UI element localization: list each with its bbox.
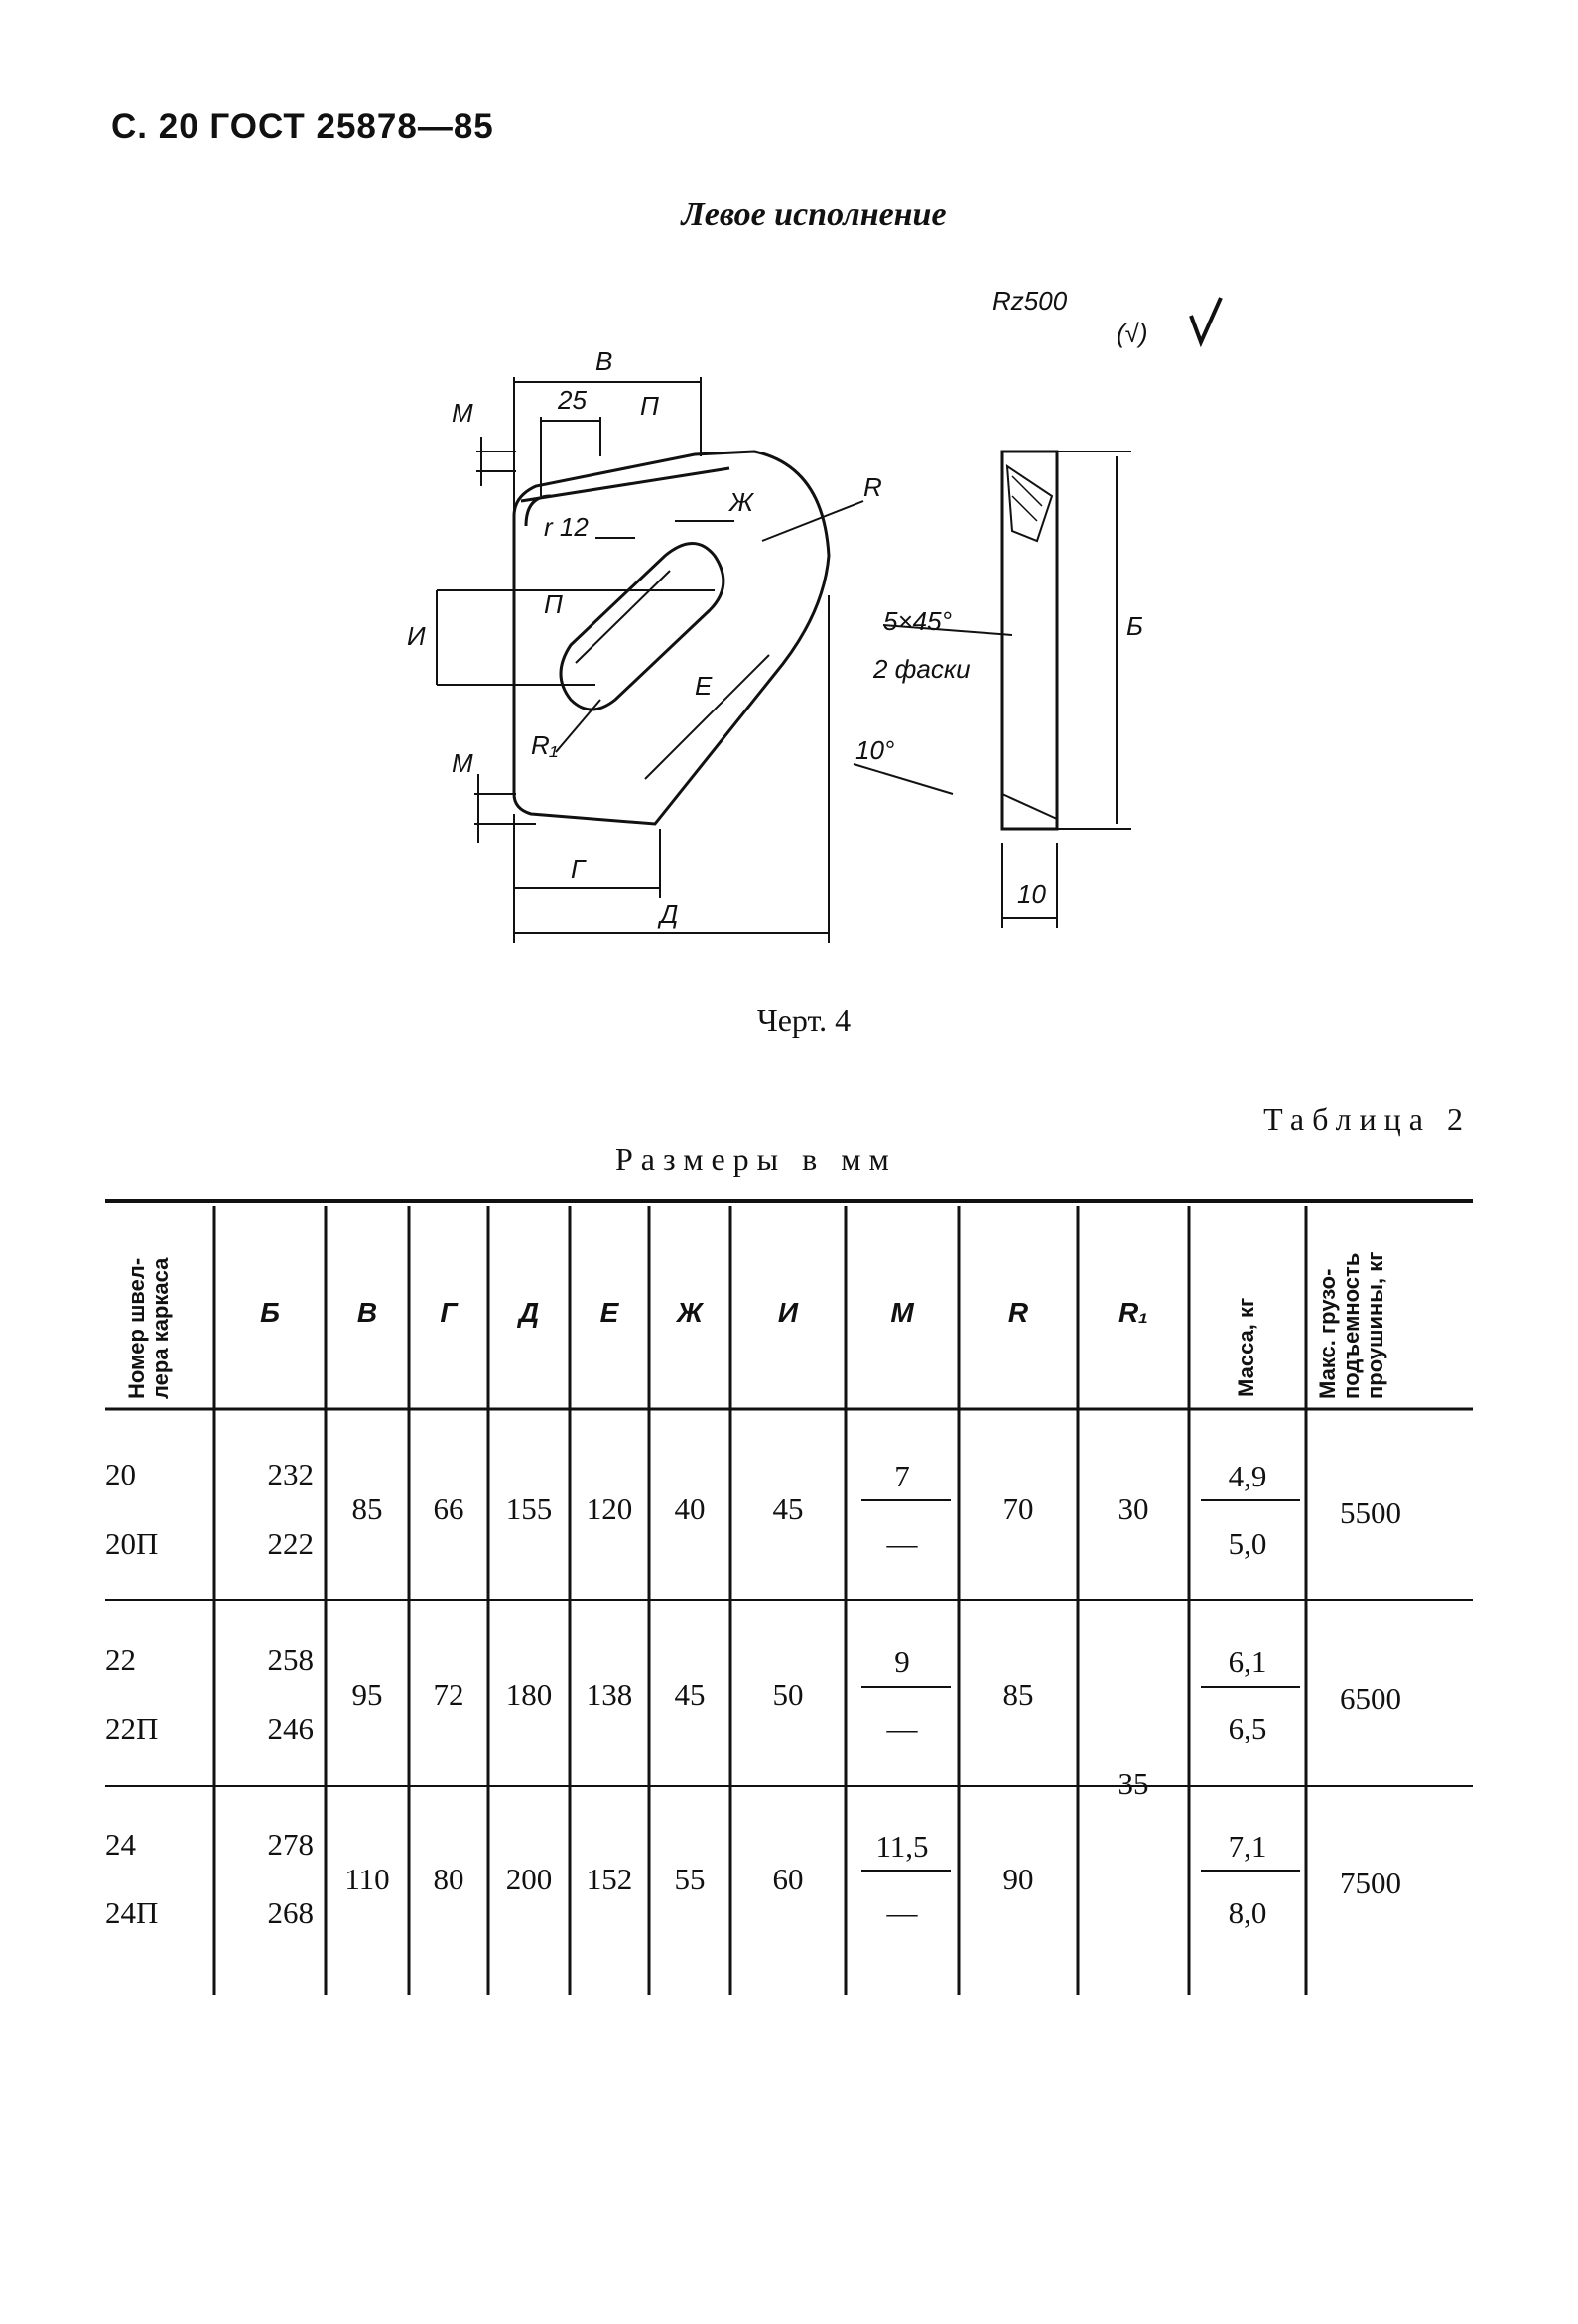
header-m: М bbox=[890, 1297, 914, 1328]
cell-mass: 6,1 bbox=[1228, 1644, 1267, 1679]
cell-capacity: 5500 bbox=[1340, 1495, 1401, 1530]
cell-g: 80 bbox=[433, 1862, 464, 1896]
label-10: 10 bbox=[1017, 879, 1046, 909]
cell-g: 72 bbox=[433, 1677, 464, 1712]
label-chamfer2: 2 фаски bbox=[872, 654, 971, 684]
label-M2: М bbox=[452, 748, 473, 778]
cell-r: 70 bbox=[1002, 1491, 1034, 1526]
cell-number: 20П bbox=[105, 1526, 159, 1561]
cell-mass: 5,0 bbox=[1228, 1526, 1267, 1561]
cell-b: 222 bbox=[267, 1526, 315, 1561]
cell-v: 110 bbox=[344, 1862, 390, 1896]
label-R: R bbox=[863, 472, 882, 502]
header-capacity: Макс. грузо-подъемность проушины, кг bbox=[1315, 1251, 1387, 1399]
slot bbox=[559, 542, 725, 711]
header-e: Е bbox=[599, 1297, 619, 1328]
label-P1: П bbox=[640, 391, 659, 421]
header-d: Д bbox=[518, 1297, 540, 1328]
cell-capacity: 7500 bbox=[1340, 1866, 1401, 1900]
header-r1: R₁ bbox=[1118, 1297, 1149, 1328]
header-v: В bbox=[356, 1297, 378, 1328]
table-label: Таблица 2 bbox=[1263, 1101, 1471, 1137]
cell-mass: 4,9 bbox=[1228, 1459, 1267, 1493]
page-header: С. 20 ГОСТ 25878—85 bbox=[111, 107, 494, 146]
cell-d: 200 bbox=[505, 1862, 553, 1896]
cell-g: 66 bbox=[433, 1491, 464, 1526]
header-g: Г bbox=[440, 1297, 458, 1328]
header-zh: Ж bbox=[677, 1297, 703, 1328]
header-mass: Масса, кг bbox=[1234, 1297, 1258, 1397]
cell-number: 20 bbox=[105, 1457, 136, 1491]
cell-e: 120 bbox=[586, 1491, 633, 1526]
header-i: И bbox=[777, 1297, 799, 1328]
label-M1: М bbox=[452, 398, 473, 428]
cell-r: 85 bbox=[1002, 1677, 1034, 1712]
cell-v: 85 bbox=[351, 1491, 383, 1526]
label-I: И bbox=[407, 621, 426, 651]
header-r: R bbox=[1007, 1297, 1029, 1328]
cell-i: 60 bbox=[772, 1862, 804, 1896]
cell-b: 278 bbox=[267, 1827, 315, 1862]
cell-d: 180 bbox=[505, 1677, 553, 1712]
cell-number: 24 bbox=[105, 1827, 136, 1862]
label-R1: R₁ bbox=[531, 730, 558, 760]
cell-v: 95 bbox=[351, 1677, 383, 1712]
cell-b: 246 bbox=[267, 1711, 315, 1745]
cell-mass: 6,5 bbox=[1228, 1711, 1267, 1745]
cell-m: 7 bbox=[894, 1459, 910, 1493]
label-chamfer1: 5×45° bbox=[883, 606, 952, 636]
cell-r1: 30 bbox=[1118, 1491, 1149, 1526]
cell-r1: 35 bbox=[1118, 1766, 1149, 1801]
roughness-label: Rz500 bbox=[992, 286, 1068, 316]
cell-b: 268 bbox=[267, 1895, 315, 1930]
cell-number: 22П bbox=[105, 1711, 159, 1745]
label-Zh: Ж bbox=[727, 487, 755, 517]
cell-zh: 55 bbox=[674, 1862, 706, 1896]
cell-m: 11,5 bbox=[875, 1829, 929, 1864]
header-b: Б bbox=[260, 1297, 280, 1328]
cell-zh: 40 bbox=[674, 1491, 706, 1526]
cell-mass: 7,1 bbox=[1228, 1829, 1267, 1864]
cell-e: 152 bbox=[586, 1862, 633, 1896]
cell-i: 45 bbox=[772, 1491, 804, 1526]
cell-number: 24П bbox=[105, 1895, 159, 1930]
roughness-note: (√) bbox=[1117, 319, 1148, 348]
technical-drawing: В 25 П М r 12 Ж R И П R₁ Е М Г Д 5×45° 2… bbox=[407, 286, 1223, 943]
label-B-cap: Б bbox=[1126, 611, 1143, 641]
label-P2: П bbox=[544, 589, 563, 619]
cell-m: — bbox=[886, 1526, 918, 1561]
figure-caption: Черт. 4 bbox=[756, 1002, 852, 1038]
cell-m: 9 bbox=[894, 1644, 910, 1679]
cell-r: 90 bbox=[1002, 1862, 1034, 1896]
header-number: Номер швел-лера каркаса bbox=[124, 1257, 173, 1399]
label-E: Е bbox=[695, 671, 713, 701]
drawing-subtitle: Левое исполнение bbox=[681, 196, 947, 233]
label-angle: 10° bbox=[855, 735, 894, 765]
cell-d: 155 bbox=[505, 1491, 553, 1526]
label-G: Г bbox=[571, 854, 587, 884]
cell-capacity: 6500 bbox=[1340, 1681, 1401, 1716]
cell-m: — bbox=[886, 1711, 918, 1745]
label-r12: r 12 bbox=[544, 512, 589, 542]
label-25: 25 bbox=[557, 385, 587, 415]
cell-i: 50 bbox=[772, 1677, 804, 1712]
cell-mass: 8,0 bbox=[1228, 1895, 1267, 1930]
table-units: Размеры в мм bbox=[615, 1141, 897, 1177]
label-B: В bbox=[595, 346, 612, 376]
cell-b: 232 bbox=[267, 1457, 315, 1491]
cell-number: 22 bbox=[105, 1642, 136, 1677]
cell-m: — bbox=[886, 1895, 918, 1930]
cell-zh: 45 bbox=[674, 1677, 706, 1712]
cell-e: 138 bbox=[586, 1677, 633, 1712]
plate-outline bbox=[512, 450, 831, 826]
cell-b: 258 bbox=[267, 1642, 315, 1677]
label-D: Д bbox=[657, 899, 678, 929]
